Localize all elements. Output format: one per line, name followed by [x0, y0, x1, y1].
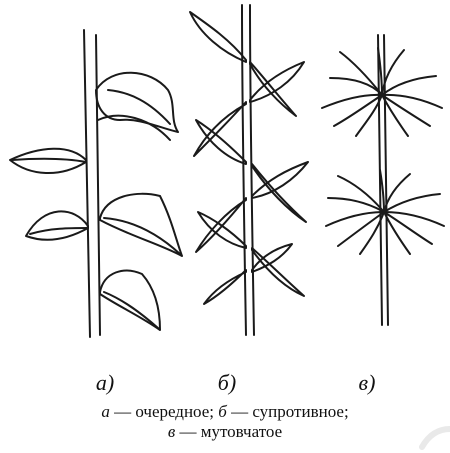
whorl	[322, 48, 442, 136]
stem	[84, 30, 90, 337]
leaf-arrangement-figure	[0, 0, 450, 340]
panel-c-whorled-illustration	[322, 35, 444, 325]
leaf	[96, 73, 178, 132]
panel-label-c: в)	[337, 370, 397, 396]
panel-label-b: б)	[197, 370, 257, 396]
whorl	[326, 170, 444, 254]
panel-label-a: а)	[75, 370, 135, 396]
leaf	[250, 62, 304, 102]
caption-line-1: а — очередное; б — супротивное;	[0, 402, 450, 422]
caption-text-opposite: — супротивное;	[227, 402, 349, 421]
leaf	[204, 270, 246, 304]
caption-line-2: в — мутовчатое	[0, 422, 450, 442]
caption-text-whorled: — мутовчатое	[175, 422, 282, 441]
figure-caption: а — очередное; б — супротивное; в — муто…	[0, 402, 450, 442]
leaf	[252, 162, 308, 198]
leaf	[190, 12, 246, 62]
caption-letter-a: а	[101, 402, 110, 421]
panel-b-opposite-illustration	[190, 5, 308, 335]
caption-text-alternate: — очередное;	[110, 402, 218, 421]
leaf	[252, 248, 304, 296]
panel-a-alternate-illustration	[10, 30, 182, 337]
leaf	[100, 194, 182, 256]
corner-watermark-mark	[416, 419, 450, 453]
leaf	[26, 211, 88, 239]
leaf	[250, 62, 296, 116]
caption-letter-b: б	[218, 402, 227, 421]
